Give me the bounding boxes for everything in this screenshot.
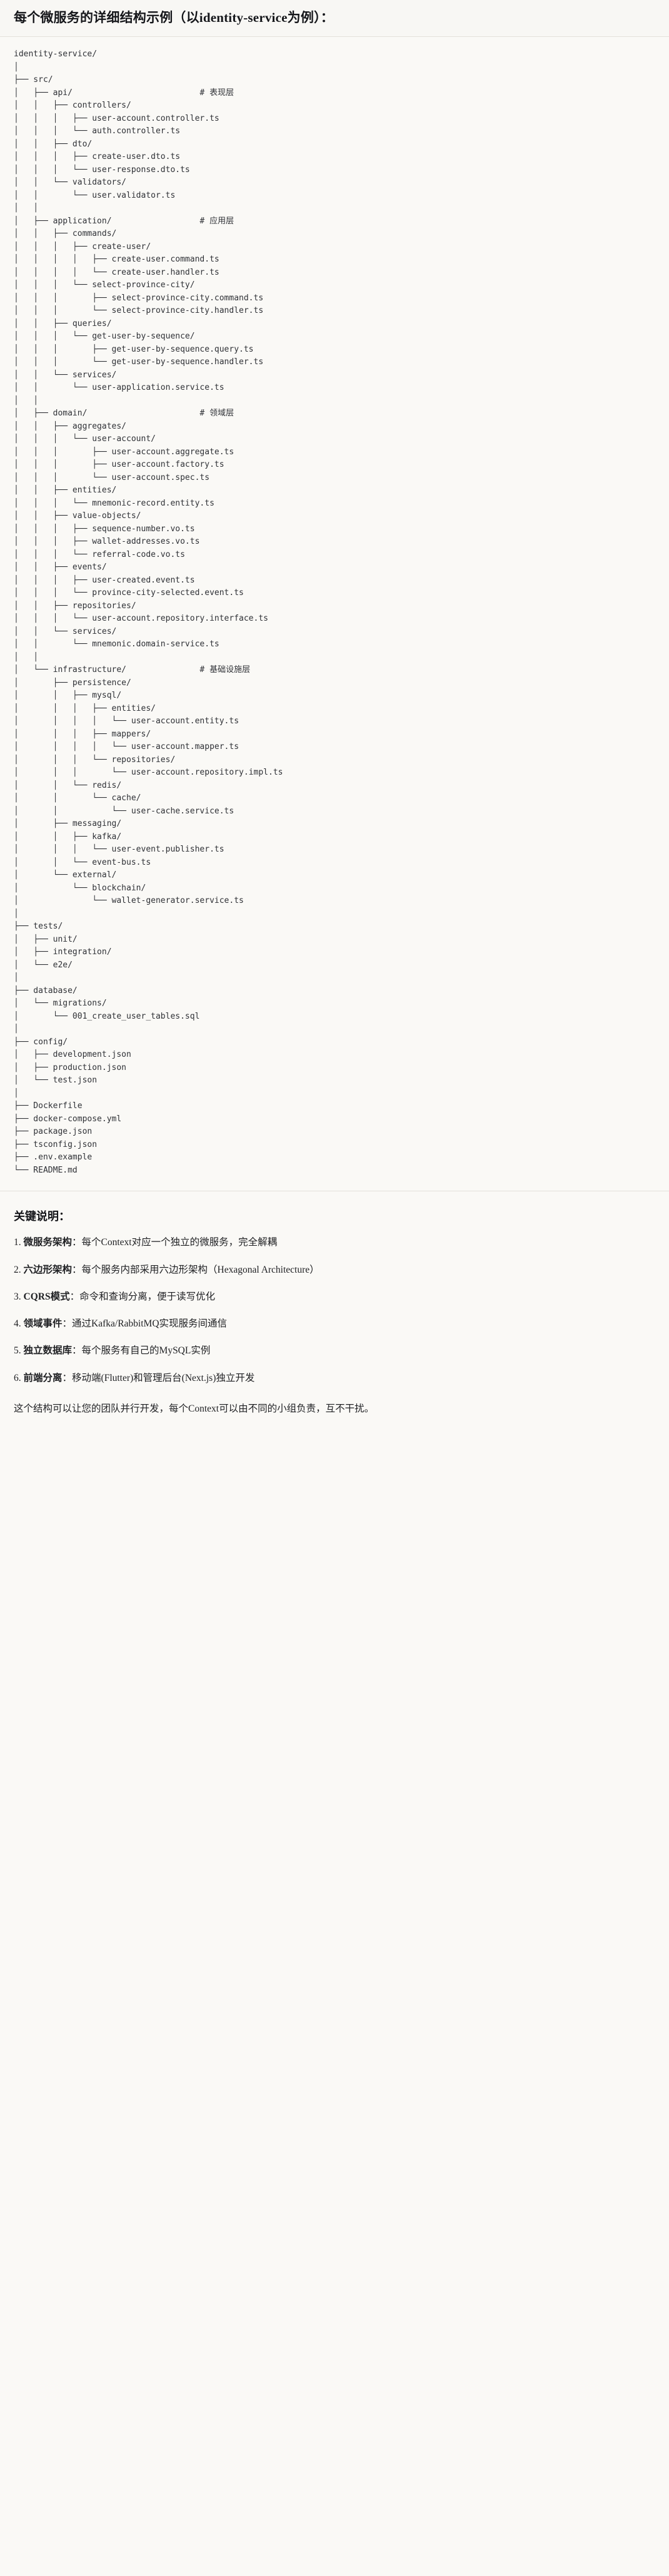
key-note-number: 6. [14,1372,21,1383]
key-note-term: 前端分离 [23,1372,63,1383]
key-note-description: 通过Kafka/RabbitMQ实现服务间通信 [72,1318,228,1330]
key-note-item: 3. CQRS模式：命令和查询分离，便于读写优化 [14,1290,655,1304]
key-note-separator: ： [72,1237,82,1248]
key-note-description: 每个服务有自己的MySQL实例 [81,1345,211,1357]
document-page: 每个微服务的详细结构示例（以identity-service为例）： ident… [0,0,669,1433]
key-note-term: CQRS模式 [23,1291,70,1302]
key-note-separator: ： [62,1372,73,1383]
key-note-number: 5. [14,1345,21,1357]
key-note-item: 6. 前端分离：移动端(Flutter)和管理后台(Next.js)独立开发 [14,1371,655,1385]
key-note-term: 六边形架构 [23,1264,73,1275]
document-header: 每个微服务的详细结构示例（以identity-service为例）： [0,0,669,38]
key-note-description: 每个服务内部采用六边形架构（Hexagonal Architecture） [81,1264,319,1275]
key-note-item: 2. 六边形架构：每个服务内部采用六边形架构（Hexagonal Archite… [14,1263,655,1277]
key-note-term: 微服务架构 [23,1237,73,1248]
key-note-item: 4. 领域事件：通过Kafka/RabbitMQ实现服务间通信 [14,1316,655,1331]
key-note-item: 1. 微服务架构：每个Context对应一个独立的微服务，完全解耦 [14,1235,655,1250]
key-note-item: 5. 独立数据库：每个服务有自己的MySQL实例 [14,1343,655,1358]
directory-tree-block: identity-service/ │ ├── src/ │ ├── api/ … [0,37,669,1191]
closing-paragraph: 这个结构可以让您的团队并行开发，每个Context可以由不同的小组负责，互不干扰… [14,1403,375,1414]
directory-tree: identity-service/ │ ├── src/ │ ├── api/ … [14,49,283,1175]
key-notes-title: 关键说明： [14,1210,70,1223]
key-note-separator: ： [72,1264,82,1275]
key-note-term: 独立数据库 [23,1345,73,1357]
key-note-description: 命令和查询分离，便于读写优化 [79,1291,216,1302]
key-note-number: 1. [14,1237,21,1248]
page-title: 每个微服务的详细结构示例（以identity-service为例）： [14,10,334,25]
key-note-number: 2. [14,1264,21,1275]
key-note-description: 每个Context对应一个独立的微服务，完全解耦 [81,1237,278,1248]
key-note-term: 领域事件 [23,1318,63,1330]
key-note-number: 3. [14,1291,21,1302]
key-note-number: 4. [14,1318,21,1330]
key-note-separator: ： [69,1291,80,1302]
key-note-description: 移动端(Flutter)和管理后台(Next.js)独立开发 [72,1372,255,1383]
key-note-separator: ： [62,1318,73,1330]
key-note-separator: ： [72,1345,82,1357]
